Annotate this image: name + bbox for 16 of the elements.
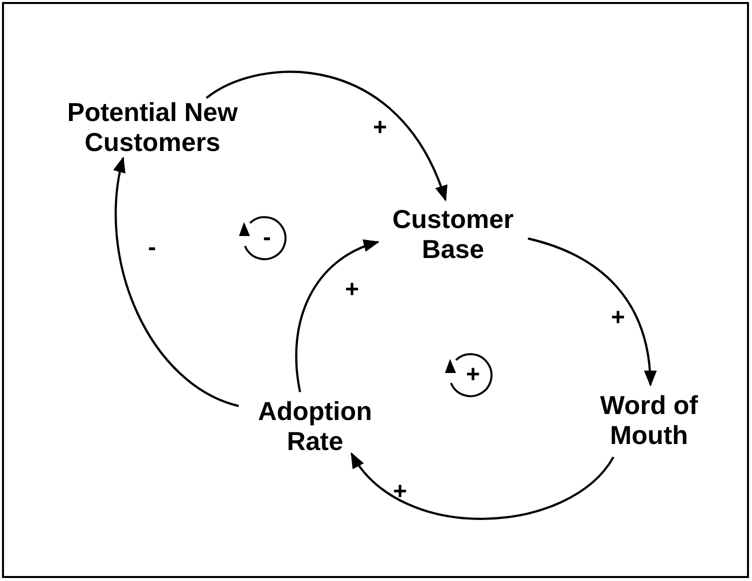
polarity-sign: - (148, 236, 156, 260)
arrow (295, 240, 380, 392)
polarity-sign: + (345, 278, 359, 302)
loop-polarity-sign: - (263, 226, 271, 250)
polarity-sign: + (373, 116, 387, 140)
polarity-sign: + (611, 306, 625, 330)
variable-label: Customer Base (391, 205, 515, 265)
loop-polarity-sign: + (466, 363, 480, 387)
variable-label: Word of Mouth (599, 391, 699, 451)
variable-label: Potential New Customers (66, 98, 239, 158)
variable-label: Adoption Rate (256, 397, 374, 457)
arrow (114, 156, 239, 408)
arrow (528, 237, 656, 387)
arrow (206, 70, 447, 202)
arrow (350, 452, 614, 520)
polarity-sign: + (393, 480, 407, 504)
